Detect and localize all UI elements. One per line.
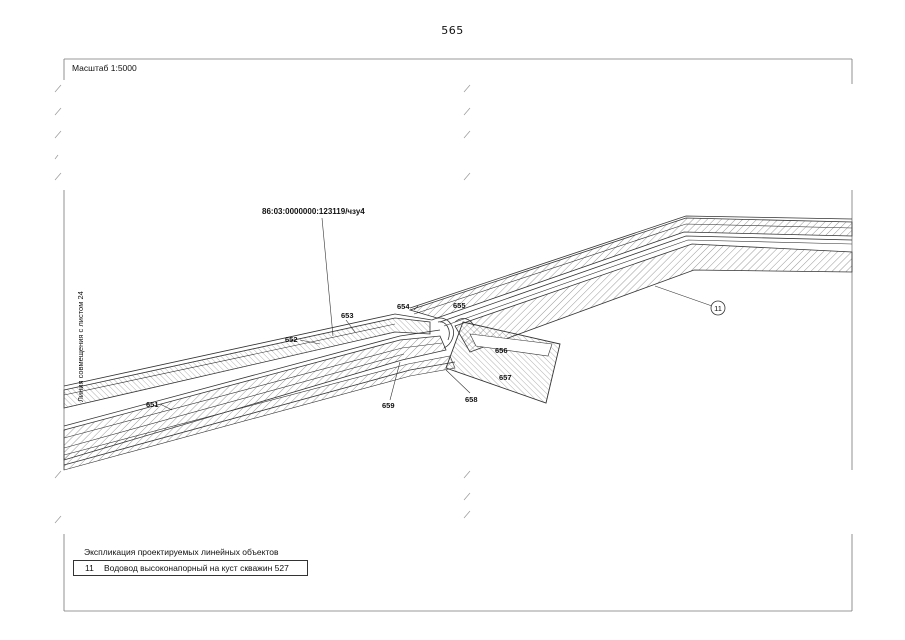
leader-lines bbox=[159, 217, 713, 411]
plot-label-651: 651 bbox=[146, 400, 159, 409]
cadastral-number: 86:03:0000000:123119/чзу4 bbox=[262, 207, 365, 216]
plot-label-652: 652 bbox=[285, 335, 298, 344]
plot-label-654: 654 bbox=[397, 302, 410, 311]
corridor-upper bbox=[408, 215, 853, 327]
grid-ticks bbox=[54, 84, 471, 524]
page-number: 565 bbox=[441, 24, 464, 37]
match-line-label: Линия совмещения с листом 24 bbox=[76, 291, 85, 402]
plot-label-655: 655 bbox=[453, 301, 466, 310]
legend-table: 11 Водовод высоконапорный на куст скважи… bbox=[73, 560, 308, 576]
corridor-west bbox=[63, 313, 456, 471]
legend-item-number: 11 bbox=[85, 563, 94, 573]
scale-label: Масштаб 1:5000 bbox=[72, 63, 137, 73]
plot-label-659: 659 bbox=[382, 401, 395, 410]
sheet-frame bbox=[63, 58, 853, 612]
plot-label-658: 658 bbox=[465, 395, 478, 404]
plot-label-656: 656 bbox=[495, 346, 508, 355]
object-marker-label: 11 bbox=[714, 304, 722, 313]
object-marker-11: 11 bbox=[710, 300, 726, 316]
plot-label-657: 657 bbox=[499, 373, 512, 382]
legend-item-text: Водовод высоконапорный на куст скважин 5… bbox=[104, 563, 289, 573]
legend-title: Экспликация проектируемых линейных объек… bbox=[84, 547, 279, 557]
plot-label-653: 653 bbox=[341, 311, 354, 320]
pad-656-657 bbox=[445, 321, 561, 404]
